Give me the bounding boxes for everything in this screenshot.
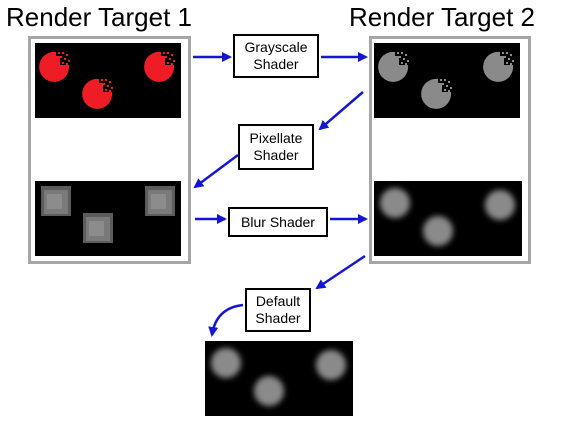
arrow-rt2-to-pixellate	[318, 91, 364, 131]
arrow-pixellate-to-rt1	[193, 153, 239, 189]
grayscale-shader-line1: Grayscale	[244, 39, 308, 55]
original-image-panel	[35, 43, 181, 118]
arrow-default-to-output	[208, 303, 244, 337]
gray-balls-graphic	[378, 51, 514, 109]
pixellated-balls-graphic	[41, 186, 175, 243]
render-target-2-title: Render Target 2	[349, 2, 535, 32]
final-balls-graphic	[211, 348, 346, 406]
render-target-1-title: Render Target 1	[6, 2, 192, 32]
blur-shader-line1: Blur Shader	[241, 213, 315, 230]
red-balls-graphic	[39, 51, 175, 109]
final-output-panel	[205, 341, 353, 416]
grayscale-image-panel	[374, 43, 520, 118]
pixellated-image-panel	[35, 181, 181, 256]
blurred-image-panel	[374, 181, 522, 256]
pixellate-shader-line2: Shader	[253, 147, 299, 163]
default-shader-line1: Default	[255, 293, 301, 309]
blur-shader-label: Blur Shader	[228, 207, 328, 237]
arrow-rt2-to-default	[315, 254, 366, 290]
default-shader-line2: Shader	[255, 310, 301, 326]
grayscale-shader-line2: Shader	[253, 56, 299, 72]
pixellate-shader-line1: Pixellate	[249, 130, 303, 146]
blurred-balls-graphic	[380, 188, 515, 246]
